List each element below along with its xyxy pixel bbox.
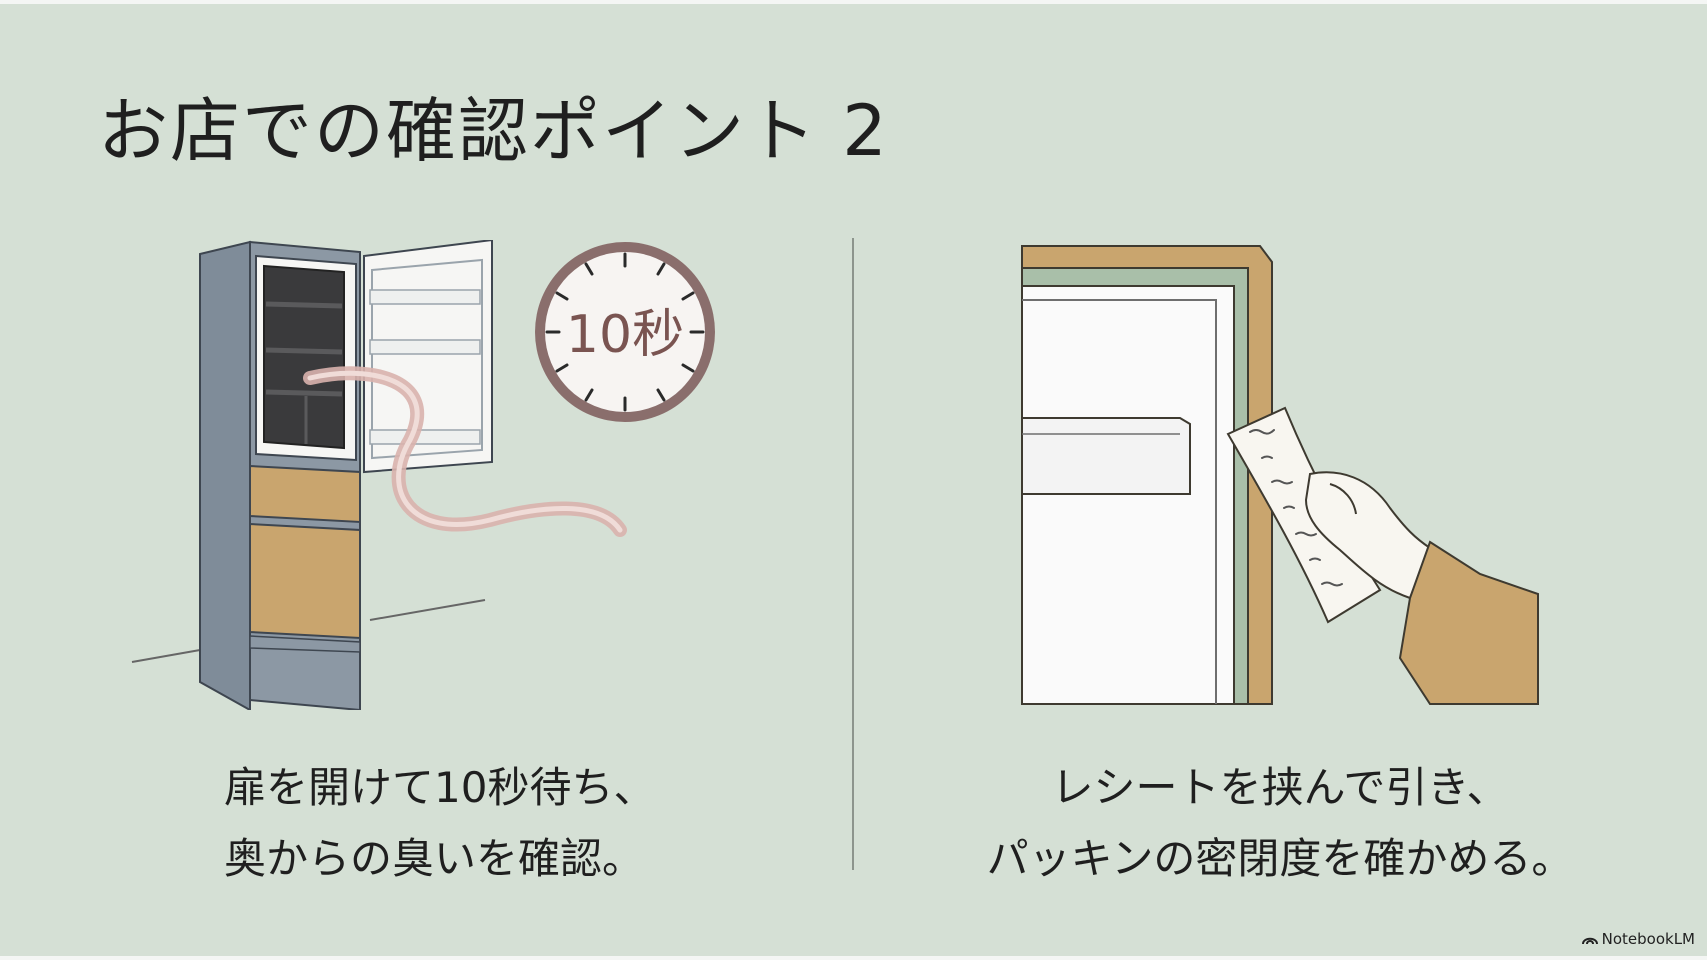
fridge-side xyxy=(199,240,251,710)
caption-left-line2: 奥からの臭いを確認。 xyxy=(224,834,645,883)
floor-line-right xyxy=(369,599,486,621)
brand-label: NotebookLM xyxy=(1601,930,1695,948)
caption-right-line1: レシートを挟んで引き、 xyxy=(1051,763,1509,812)
caption-left: 扉を開けて10秒待ち、 奥からの臭いを確認。 xyxy=(224,752,655,894)
door-pocket xyxy=(369,289,481,305)
door-pocket xyxy=(369,339,481,355)
fridge-shelf xyxy=(265,301,343,309)
slide-title: お店での確認ポイント 2 xyxy=(98,90,889,172)
receipt-icon xyxy=(1226,406,1382,624)
timer-label: 10秒 xyxy=(566,305,684,365)
caption-right-line2: パッキンの密閉度を確かめる。 xyxy=(986,834,1574,883)
fridge-base xyxy=(249,635,361,653)
caption-right: レシートを挟んで引き、 パッキンの密閉度を確かめる。 xyxy=(980,752,1580,894)
caption-left-line1: 扉を開けて10秒待ち、 xyxy=(224,763,656,812)
fridge-shelf xyxy=(265,347,343,355)
timer-icon: 10秒 xyxy=(535,242,715,422)
notebooklm-logo-icon xyxy=(1581,937,1598,945)
door-seal-illustration xyxy=(1021,245,1539,705)
fridge-drawer-top xyxy=(249,464,361,524)
fridge-drawer-bottom xyxy=(249,522,361,640)
fridge-illustration: 10秒 xyxy=(131,240,715,710)
door-pocket xyxy=(369,429,481,445)
door-bin xyxy=(1021,417,1191,495)
sleeve xyxy=(1398,540,1539,705)
brand-watermark: NotebookLM xyxy=(1581,930,1695,948)
fridge-interior xyxy=(263,264,345,450)
floor-line-left xyxy=(131,649,201,663)
panel-divider xyxy=(852,238,854,870)
fridge-shelf xyxy=(265,389,343,397)
